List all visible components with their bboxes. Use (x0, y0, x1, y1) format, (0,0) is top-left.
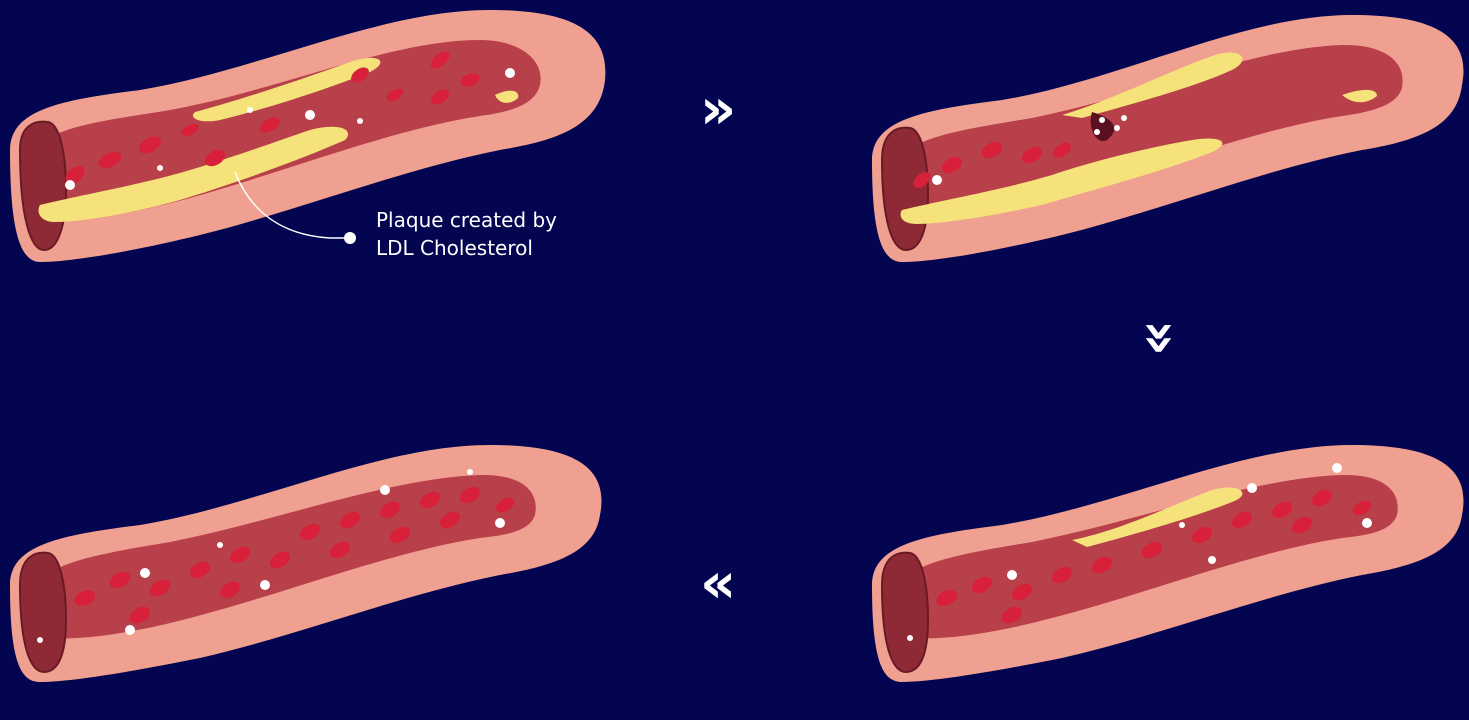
arrow-left-icon: « (700, 556, 736, 612)
artery-clear-illustration (0, 420, 620, 720)
plaque-annotation: Plaque created by LDL Cholesterol (376, 206, 557, 262)
arrow-down-icon: » (1132, 320, 1188, 356)
artery-plaque-rupture (862, 0, 1469, 300)
arrow-right-icon: » (700, 82, 736, 138)
artery-plaque-rupture-illustration (862, 0, 1469, 300)
artery-clear (0, 420, 620, 720)
artery-plaque-reduced-illustration (862, 420, 1469, 720)
artery-plaque-reduced (862, 420, 1469, 720)
plaque-annotation-line1: Plaque created by (376, 206, 557, 234)
plaque-annotation-line2: LDL Cholesterol (376, 234, 557, 262)
